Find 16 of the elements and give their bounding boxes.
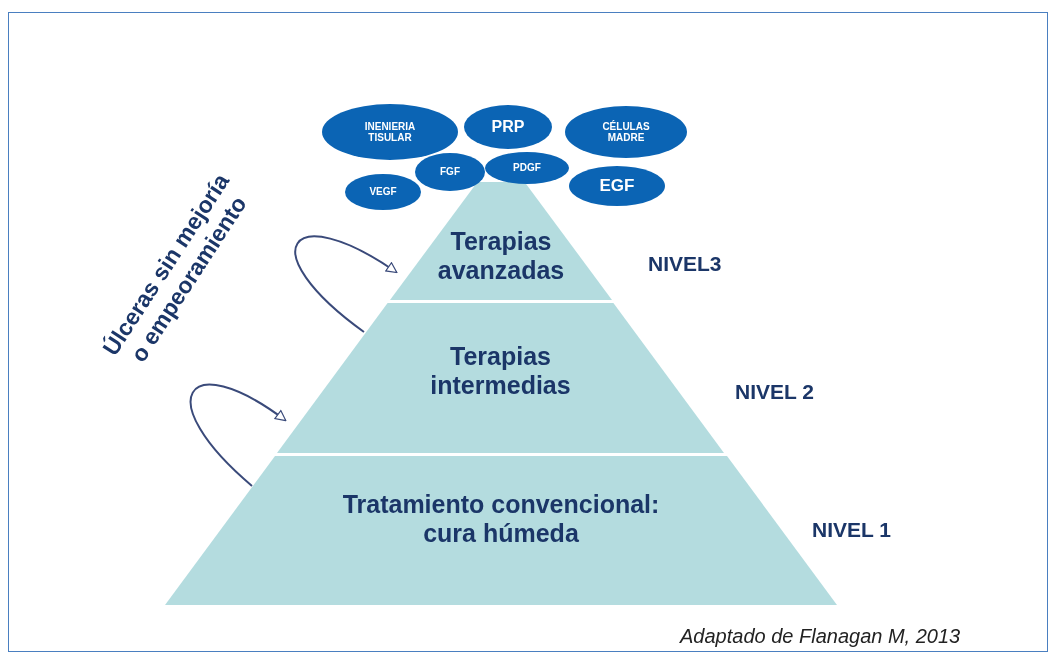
level-title: Terapias intermedias	[429, 342, 572, 400]
ellipse-badge: PRP	[464, 105, 552, 149]
ellipse-badge: CÉLULAS MADRE	[565, 106, 687, 158]
ellipse-badge: PDGF	[485, 152, 569, 184]
level-label: NIVEL 1	[812, 518, 891, 542]
ellipse-badge: EGF	[569, 166, 665, 206]
curved-arrow	[294, 235, 398, 333]
source-caption: Adaptado de Flanagan M, 2013	[680, 625, 961, 648]
ellipse-badge: INENIERIA TISULAR	[322, 104, 458, 160]
level-label: NIVEL 2	[735, 380, 814, 404]
ellipse-badge: VEGF	[345, 174, 421, 210]
ellipse-badge: FGF	[415, 153, 485, 191]
curved-arrow	[189, 383, 287, 487]
level-label: NIVEL3	[648, 252, 722, 276]
level-title: Tratamiento convencional: cura húmeda	[341, 489, 661, 548]
level-title: Terapias avanzadas	[436, 227, 566, 285]
